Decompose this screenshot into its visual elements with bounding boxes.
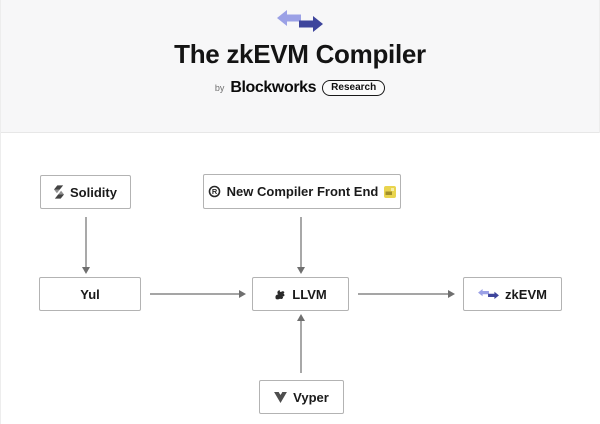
header: The zkEVM Compiler by Blockworks Researc…	[1, 0, 599, 133]
node-yul: Yul	[39, 277, 141, 311]
node-label: Solidity	[70, 184, 117, 200]
zk-arrows-icon	[478, 289, 500, 299]
node-label: zkEVM	[505, 286, 547, 302]
byline-prefix: by	[214, 82, 225, 93]
node-solidity: Solidity	[40, 175, 131, 209]
vyper-v-icon	[274, 391, 288, 403]
node-new-compiler-front-end: R New Compiler Front End	[203, 174, 401, 209]
flowchart: Solidity R New Compiler Front End Yul L	[1, 133, 600, 424]
node-zkevm: zkEVM	[463, 277, 562, 311]
llvm-dragon-icon	[275, 289, 285, 299]
node-label: Yul	[80, 286, 100, 302]
rust-gear-icon: R	[208, 185, 220, 198]
node-label: Vyper	[293, 389, 329, 405]
construction-icon	[384, 185, 397, 198]
node-label: LLVM	[292, 286, 327, 302]
solidity-icon	[54, 185, 65, 199]
svg-text:R: R	[211, 187, 217, 196]
page-title: The zkEVM Compiler	[174, 39, 426, 69]
node-llvm: LLVM	[252, 277, 349, 311]
blockworks-wordmark: Blockworks	[230, 78, 317, 96]
flow-arrows-layer	[82, 217, 455, 373]
zk-arrows-logo-icon	[277, 10, 323, 32]
byline: by Blockworks Research	[214, 78, 386, 97]
research-badge: Research	[322, 79, 386, 96]
node-vyper: Vyper	[259, 380, 344, 414]
node-label: New Compiler Front End	[226, 184, 379, 199]
